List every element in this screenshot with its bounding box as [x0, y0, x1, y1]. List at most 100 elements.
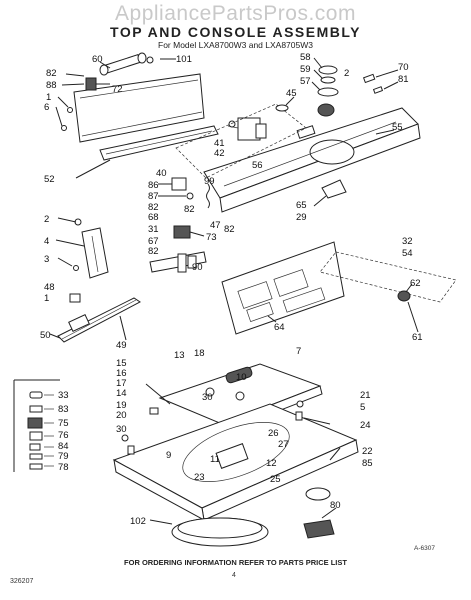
legend-box — [13, 379, 60, 472]
switch-86-87 — [158, 177, 194, 200]
callout-58: 58 — [300, 52, 311, 63]
callout-68: 68 — [148, 212, 159, 223]
callout-22: 22 — [362, 446, 373, 457]
callout-3: 3 — [44, 254, 49, 265]
callout-18: 18 — [194, 348, 205, 359]
reference-code: A-6307 — [414, 545, 435, 552]
callout-1: 1 — [46, 92, 51, 103]
callout-82: 82 — [148, 202, 159, 213]
callout-9: 9 — [166, 450, 171, 461]
callout-72: 72 — [112, 84, 123, 95]
callout-78: 78 — [58, 462, 69, 473]
callout-41: 41 — [214, 138, 225, 149]
callout-56: 56 — [252, 160, 263, 171]
callout-85: 85 — [362, 458, 373, 469]
small-hardware-lower — [121, 383, 341, 461]
callout-82: 82 — [46, 68, 57, 79]
timer-41-42 — [227, 117, 267, 141]
spring-99 — [206, 183, 210, 209]
callout-40: 40 — [156, 168, 167, 179]
callout-79: 79 — [58, 451, 69, 462]
callout-23: 23 — [194, 472, 205, 483]
callout-75: 75 — [58, 418, 69, 429]
ordering-footer: FOR ORDERING INFORMATION REFER TO PARTS … — [124, 558, 347, 567]
callout-88: 88 — [46, 80, 57, 91]
callout-29: 29 — [296, 212, 307, 223]
seal-102 — [149, 517, 269, 547]
callout-7: 7 — [296, 346, 301, 357]
sensor-62 — [397, 283, 413, 302]
callout-87: 87 — [148, 191, 159, 202]
callout-27: 27 — [278, 439, 289, 450]
screw-70-81 — [362, 69, 399, 94]
callout-17: 17 — [116, 378, 127, 389]
callout-82: 82 — [184, 204, 195, 215]
callout-1: 1 — [44, 293, 49, 304]
callout-30: 30 — [116, 424, 127, 435]
callout-62: 62 — [410, 278, 421, 289]
model-subtitle: For Model LXA8700W3 and LXA8705W3 — [158, 40, 313, 50]
callout-59: 59 — [300, 64, 311, 75]
callout-20: 20 — [116, 410, 127, 421]
connector-88 — [85, 77, 110, 91]
callout-15: 15 — [116, 358, 127, 369]
callout-49: 49 — [116, 340, 127, 351]
callout-80: 80 — [330, 500, 341, 511]
callout-55: 55 — [392, 122, 403, 133]
callout-4: 4 — [44, 236, 49, 247]
small-parts-45 — [275, 96, 295, 112]
strip-49-50 — [49, 297, 141, 343]
washer-top-plate — [112, 403, 359, 521]
callout-76: 76 — [58, 430, 69, 441]
callout-16: 16 — [116, 368, 127, 379]
callout-65: 65 — [296, 200, 307, 211]
callout-2: 2 — [44, 214, 49, 225]
callout-82: 82 — [148, 246, 159, 257]
callout-102: 102 — [130, 516, 146, 527]
callout-60: 60 — [92, 54, 103, 65]
document-number: 326207 — [10, 578, 34, 585]
console-panel-55 — [203, 107, 421, 213]
callout-42: 42 — [214, 148, 225, 159]
callout-52: 52 — [44, 174, 55, 185]
callout-61: 61 — [412, 332, 423, 343]
callout-25: 25 — [270, 474, 281, 485]
page-mark: 4 — [232, 572, 236, 579]
knob-65-29 — [313, 179, 347, 207]
callout-33: 33 — [58, 390, 69, 401]
callout-57: 57 — [300, 76, 311, 87]
callout-30: 30 — [202, 392, 213, 403]
callout-67: 67 — [148, 236, 159, 247]
callout-13: 13 — [174, 350, 185, 361]
control-board-32-54 — [221, 241, 345, 335]
valve-73 — [173, 225, 205, 239]
callout-19: 19 — [116, 400, 127, 411]
bumpers-80-85 — [303, 487, 337, 539]
side-bracket-4 — [55, 217, 109, 279]
callout-84: 84 — [58, 441, 69, 452]
callout-73: 73 — [206, 232, 217, 243]
callout-32: 32 — [402, 236, 413, 247]
callout-45: 45 — [286, 88, 297, 99]
callout-5: 5 — [360, 402, 365, 413]
callout-11: 11 — [210, 454, 220, 465]
page-title: TOP AND CONSOLE ASSEMBLY — [110, 24, 361, 40]
callout-54: 54 — [402, 248, 413, 259]
callout-50: 50 — [40, 330, 51, 341]
screws-upper-left — [61, 56, 154, 131]
callout-83: 83 — [58, 404, 69, 415]
callout-70: 70 — [398, 62, 409, 73]
bracket-bar-90 — [149, 251, 207, 273]
small-clip-48 — [69, 293, 81, 303]
callout-12: 12 — [266, 458, 277, 469]
knob-stack-58-59-57 — [311, 57, 339, 117]
callout-48: 48 — [44, 282, 55, 293]
tube-part-60 — [99, 52, 147, 76]
callout-6: 6 — [44, 102, 49, 113]
callout-101: 101 — [176, 54, 192, 65]
rear-panel — [73, 73, 219, 161]
callout-86: 86 — [148, 180, 159, 191]
callout-31: 31 — [148, 224, 159, 235]
